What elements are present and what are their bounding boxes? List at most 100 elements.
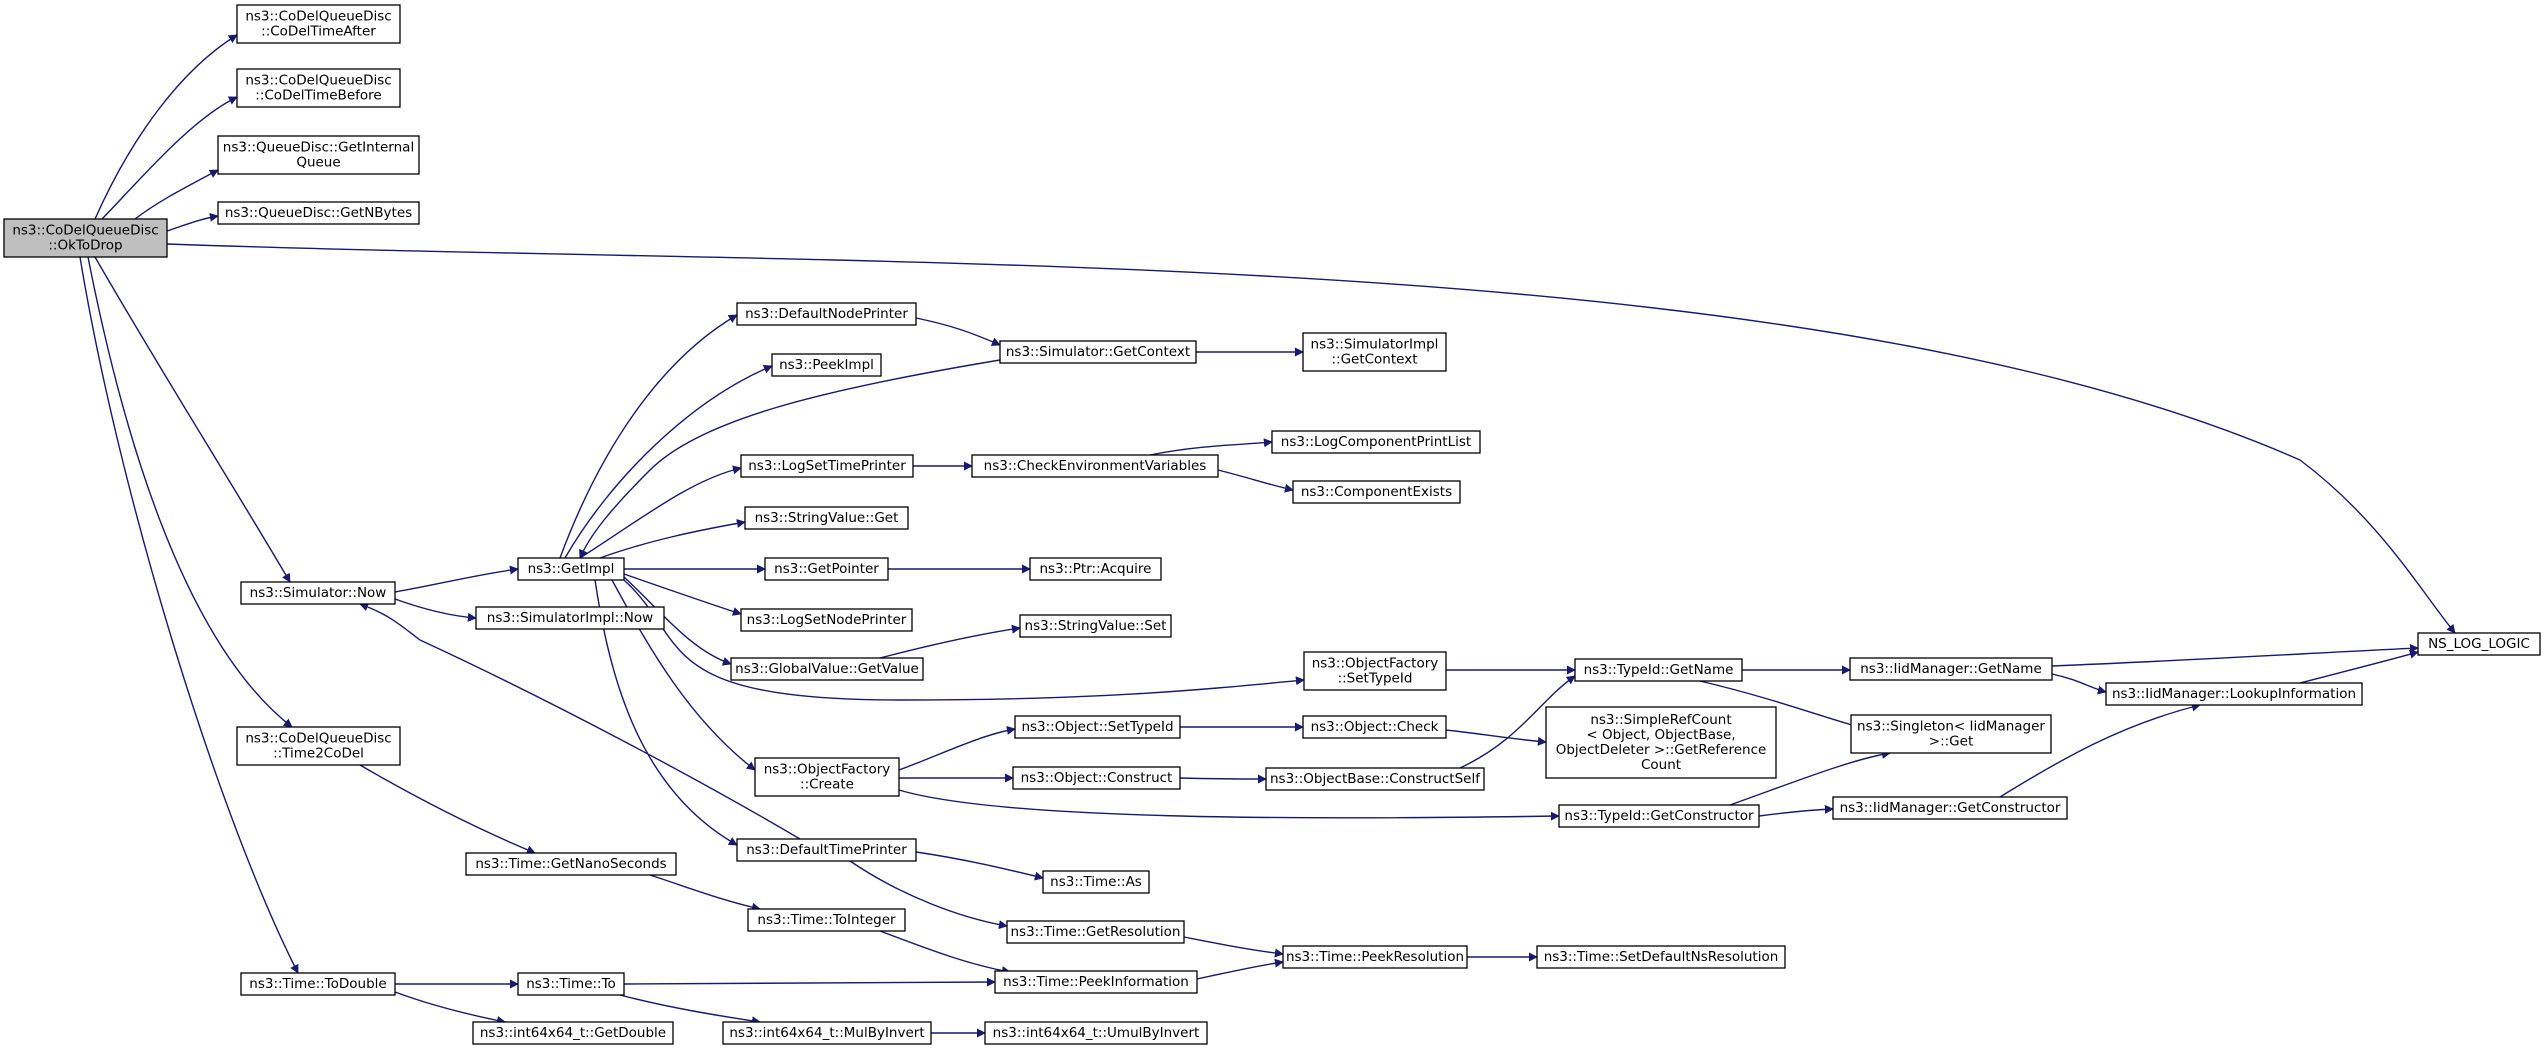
node-stringset[interactable]: ns3::StringValue::Set [1019,614,1172,638]
node-label: ns3::ObjectFactory [1312,656,1439,672]
node-box [1302,715,1447,739]
node-label: ns3::IidManager::GetName [1860,661,2042,677]
node-logsetnodeprinter[interactable]: ns3::LogSetNodePrinter [740,608,913,632]
node-root[interactable]: ns3::CoDelQueueDisc::OkToDrop [3,218,168,258]
node-box [475,606,665,630]
node-objfactorysettypeid[interactable]: ns3::ObjectFactory::SetTypeId [1303,651,1447,691]
node-iidgetconstructor[interactable]: ns3::IidManager::GetConstructor [1832,796,2068,820]
node-constructself[interactable]: ns3::ObjectBase::ConstructSelf [1265,767,1485,791]
node-box [994,970,1198,994]
node-timepeekinfo[interactable]: ns3::Time::PeekInformation [994,970,1198,994]
node-stringget[interactable]: ns3::StringValue::Get [744,506,909,530]
node-getpointer[interactable]: ns3::GetPointer [764,557,889,581]
node-box [1303,651,1447,691]
node-box [217,135,420,175]
node-label: ns3::StringValue::Set [1025,618,1167,634]
node-simimplnow[interactable]: ns3::SimulatorImpl::Now [475,606,665,630]
node-nslog[interactable]: NS_LOG_LOGIC [2417,632,2541,656]
node-objfactorycreate[interactable]: ns3::ObjectFactory::Create [754,757,900,797]
node-timepeekres[interactable]: ns3::Time::PeekResolution [1282,945,1468,969]
node-singletonget[interactable]: ns3::Singleton< IidManager >::Get [1850,714,2052,754]
node-label: ns3::CoDelQueueDisc [12,223,158,239]
node-label: ns3::Object::Check [1311,719,1439,735]
node-defnodeprinter[interactable]: ns3::DefaultNodePrinter [736,302,917,326]
node-timegetnanos[interactable]: ns3::Time::GetNanoSeconds [465,852,677,876]
node-timesetdefault[interactable]: ns3::Time::SetDefaultNsResolution [1536,945,1786,969]
node-globalgetvalue[interactable]: ns3::GlobalValue::GetValue [730,657,924,681]
node-box [999,340,1197,364]
node-box [2105,682,2363,706]
node-label: ns3::CoDelQueueDisc [245,9,391,25]
node-label: ns3::Simulator::GetContext [1006,344,1190,360]
node-label: ns3::SimpleRefCount [1590,712,1731,728]
edge-checkenv-to-logcompprint [1149,438,1273,456]
node-label: ns3::GlobalValue::GetValue [735,661,919,677]
node-label: >::Get [1929,734,1973,750]
node-typeidgetconstructor[interactable]: ns3::TypeId::GetConstructor [1558,804,1760,828]
node-box [1302,332,1447,372]
node-simplerefcount[interactable]: ns3::SimpleRefCount< Object, ObjectBase,… [1545,706,1777,779]
node-timegetres[interactable]: ns3::Time::GetResolution [1006,920,1185,944]
edge-getimpl-to-objfactorycreate [611,579,756,771]
node-box [764,557,889,581]
node-objectcheck[interactable]: ns3::Object::Check [1302,715,1447,739]
edge-root-to-getnbytes [166,212,219,232]
node-simnow[interactable]: ns3::Simulator::Now [240,581,396,605]
node-objectsettypeid[interactable]: ns3::Object::SetTypeId [1014,715,1181,739]
node-peekimpl[interactable]: ns3::PeekImpl [771,353,882,377]
node-int64umulbyinvert[interactable]: ns3::int64x64_t::UmulByInvert [984,1021,1208,1045]
edge-objectcheck-to-simplerefcount [1445,729,1547,746]
node-codelafter[interactable]: ns3::CoDelQueueDisc::CoDelTimeAfter [236,4,401,44]
node-box [771,353,882,377]
node-iidgetname[interactable]: ns3::IidManager::GetName [1849,657,2053,681]
node-typeidgetname[interactable]: ns3::TypeId::GetName [1574,658,1743,682]
node-box [2417,632,2541,656]
node-label: ns3::QueueDisc::GetInternal [223,140,414,156]
node-codelbefore[interactable]: ns3::CoDelQueueDisc::CoDelTimeBefore [236,68,401,108]
node-timetointeger[interactable]: ns3::Time::ToInteger [747,908,906,932]
node-getimpl[interactable]: ns3::GetImpl [517,557,625,581]
node-ptracquire[interactable]: ns3::Ptr::Acquire [1029,557,1162,581]
node-logcompprint[interactable]: ns3::LogComponentPrintList [1271,430,1481,454]
node-label: ns3::SimulatorImpl::Now [487,610,653,626]
edge-deftimeprinter-to-simnow [359,602,801,840]
node-todouble[interactable]: ns3::Time::ToDouble [240,972,396,996]
node-logsettimeprinter[interactable]: ns3::LogSetTimePrinter [740,454,914,478]
node-getnbytes[interactable]: ns3::QueueDisc::GetNBytes [217,201,420,225]
node-simgetcontext[interactable]: ns3::Simulator::GetContext [999,340,1197,364]
edge-root-to-codelafter [94,34,238,220]
node-box [1014,715,1181,739]
node-label: ns3::Time::SetDefaultNsResolution [1544,949,1779,965]
node-label: ns3::QueueDisc::GetNBytes [225,205,412,221]
node-checkenv[interactable]: ns3::CheckEnvironmentVariables [971,454,1219,478]
node-box [3,218,168,258]
edge-checkenv-to-compexists [1217,469,1294,493]
node-box [971,454,1219,478]
node-int64mulbyinvert[interactable]: ns3::int64x64_t::MulByInvert [722,1021,932,1045]
node-label: ns3::LogComponentPrintList [1281,434,1471,450]
node-label: ns3::DefaultNodePrinter [745,306,908,322]
node-compexists[interactable]: ns3::ComponentExists [1292,480,1461,504]
node-objectconstruct[interactable]: ns3::Object::Construct [1012,766,1181,790]
node-label: ns3::Time::To [526,976,616,992]
edge-time2codel-to-timegetnanos [359,764,536,855]
edge-root-to-simnow [94,256,291,583]
node-iidlookup[interactable]: ns3::IidManager::LookupInformation [2105,682,2363,706]
node-box [1292,480,1461,504]
edge-getimpl-to-stringget [599,518,746,559]
node-timeas[interactable]: ns3::Time::As [1042,870,1150,894]
edge-iidgetname-to-nslog [2051,643,2419,667]
node-box [722,1021,932,1045]
node-box [1019,614,1172,638]
node-timeto[interactable]: ns3::Time::To [517,972,625,996]
node-simimplgetcontext[interactable]: ns3::SimulatorImpl::GetContext [1302,332,1447,372]
node-int64getdouble[interactable]: ns3::int64x64_t::GetDouble [472,1021,674,1045]
node-label: ns3::Singleton< IidManager [1857,719,2045,735]
node-deftimeprinter[interactable]: ns3::DefaultTimePrinter [736,838,917,862]
node-label: ns3::LogSetTimePrinter [748,458,906,474]
node-time2codel[interactable]: ns3::CoDelQueueDisc::Time2CoDel [236,726,401,766]
edge-objfactorycreate-to-typeidgetconstructor [898,789,1560,821]
edge-deftimeprinter-to-timegetres [849,860,1008,930]
